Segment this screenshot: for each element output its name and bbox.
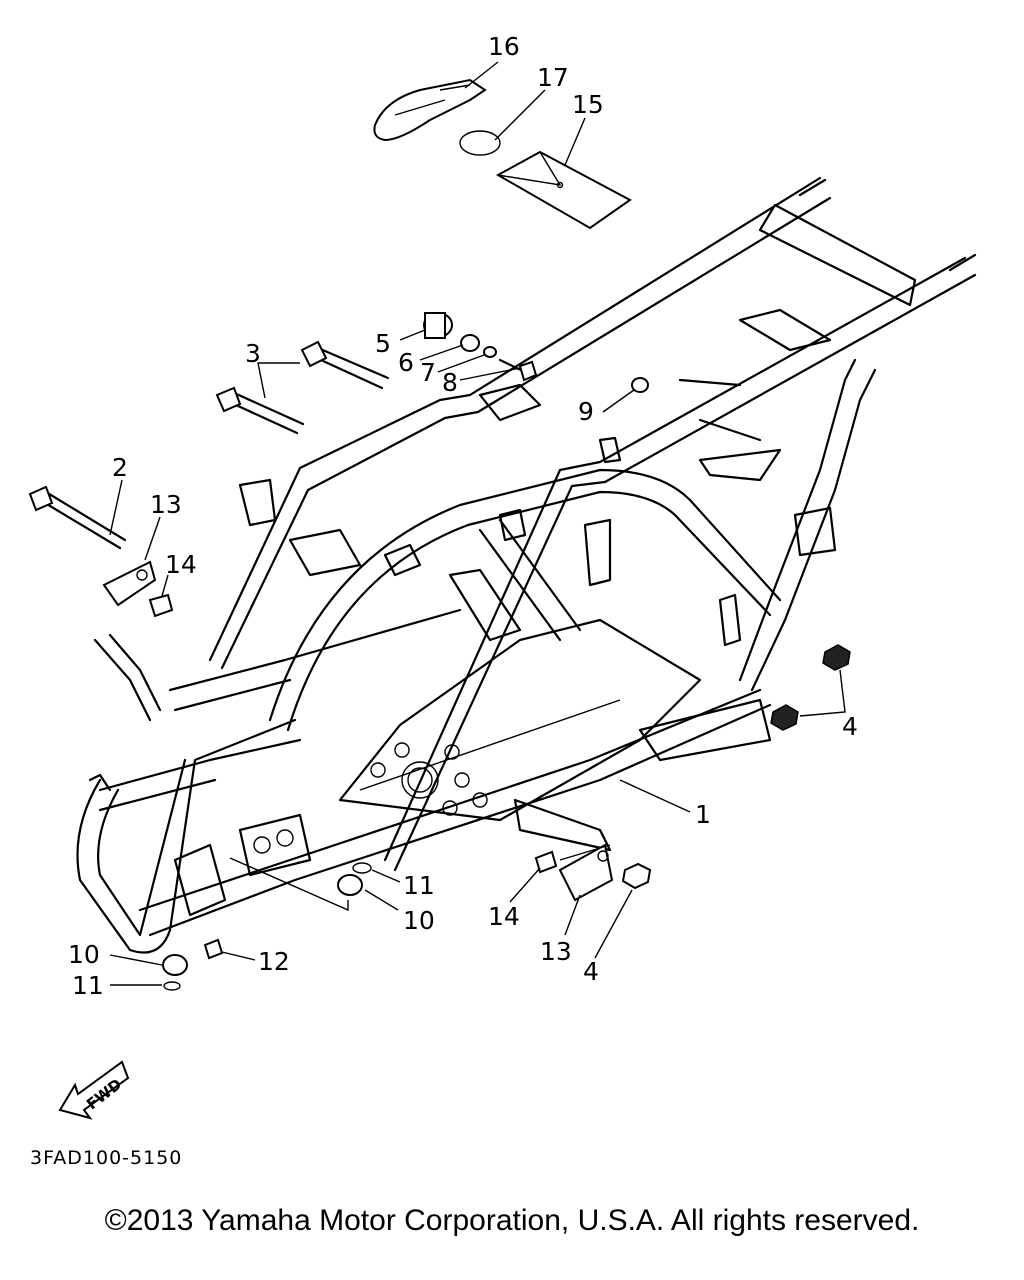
label-7: 7: [420, 358, 436, 387]
label-15: 15: [572, 90, 604, 119]
label-5: 5: [375, 329, 391, 358]
label-11-left: 11: [72, 971, 104, 1000]
frame-drawing: [76, 176, 977, 954]
label-16: 16: [488, 32, 520, 61]
label-11-right: 11: [403, 871, 435, 900]
label-1: 1: [695, 800, 711, 829]
label-10-right: 10: [403, 906, 435, 935]
label-4-bottom: 4: [583, 957, 599, 986]
label-14-left: 14: [165, 550, 197, 579]
label-12: 12: [258, 947, 290, 976]
forward-arrow-icon: FWD: [58, 1060, 130, 1120]
label-13-left: 13: [150, 490, 182, 519]
callout-labels: 16 17 15 5 6 7 8 9 3 2 13 14 4 1 11 10 1…: [68, 32, 858, 1000]
leader-lines: [109, 61, 846, 986]
label-10-left: 10: [68, 940, 100, 969]
diagram-code: 3FAD100-5150: [30, 1147, 182, 1169]
label-9: 9: [578, 397, 594, 426]
label-14-right: 14: [488, 902, 520, 931]
label-3: 3: [245, 339, 261, 368]
label-17: 17: [537, 63, 569, 92]
label-4-right: 4: [842, 712, 858, 741]
loose-parts: [28, 78, 851, 991]
copyright-notice: ©2013 Yamaha Motor Corporation, U.S.A. A…: [104, 1204, 920, 1237]
label-8: 8: [442, 368, 458, 397]
label-6: 6: [398, 348, 414, 377]
label-13-right: 13: [540, 937, 572, 966]
label-2: 2: [112, 453, 128, 482]
